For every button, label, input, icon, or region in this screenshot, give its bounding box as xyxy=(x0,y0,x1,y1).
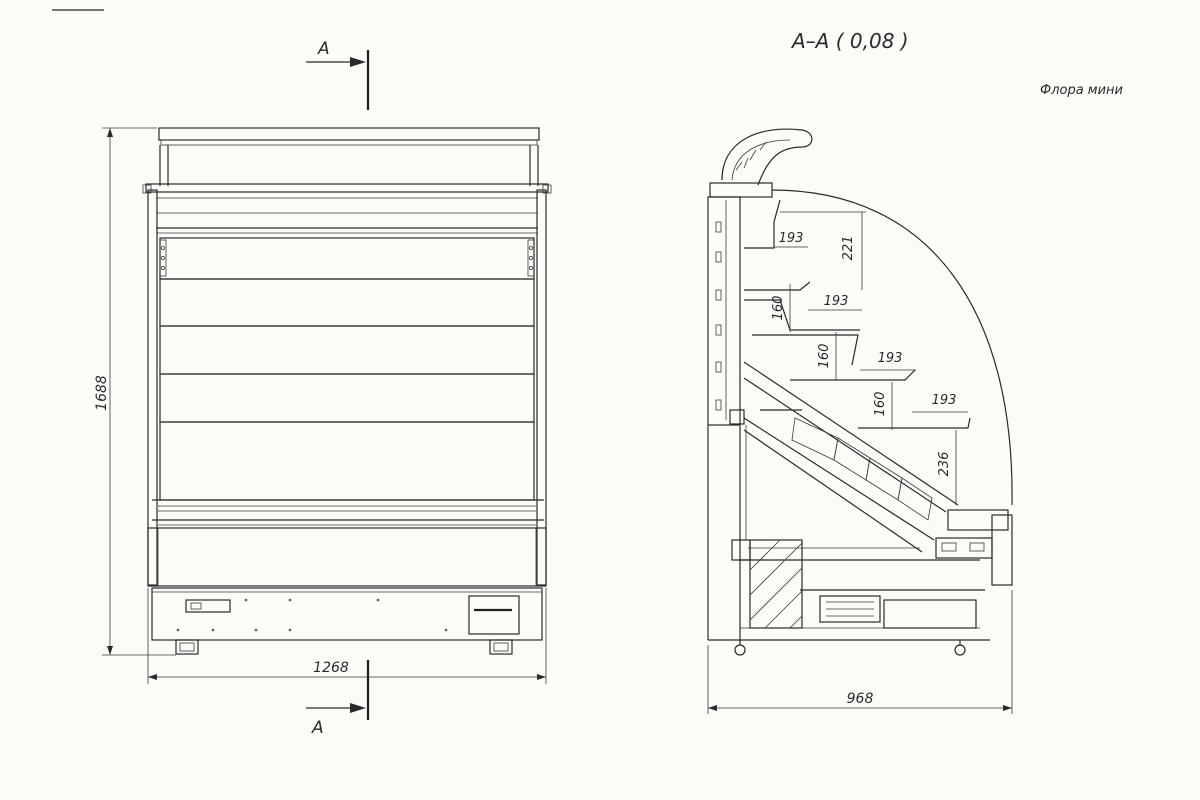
dim-base-height: 236 xyxy=(937,452,952,477)
section-mark-bottom xyxy=(306,660,370,720)
section-mark-top xyxy=(306,50,370,110)
front-view xyxy=(142,127,552,655)
width-label: 1268 xyxy=(313,660,349,676)
depth-label: 968 xyxy=(847,691,874,707)
control-panel xyxy=(185,599,231,613)
width-dimension xyxy=(147,588,547,684)
dim-shelf3-height: 160 xyxy=(817,344,832,369)
dim-shelf1-height: 221 xyxy=(841,236,856,261)
model-name: Флора мини xyxy=(1040,83,1123,98)
section-title: А–А ( 0,08 ) xyxy=(790,29,909,53)
perforated-panels xyxy=(791,417,933,521)
height-dimension xyxy=(102,127,176,656)
dim-shelf2-height: 160 xyxy=(771,296,786,321)
height-label: 1688 xyxy=(94,375,110,411)
side-section xyxy=(707,128,1013,656)
dim-shelf3-width: 193 xyxy=(878,351,903,366)
dim-shelf4-height: 160 xyxy=(873,392,888,417)
section-label-bottom: А xyxy=(311,718,324,738)
shelf-dimensions xyxy=(774,211,968,505)
grille-panel xyxy=(468,595,520,635)
compressor-block xyxy=(749,539,803,629)
section-label-top: А xyxy=(317,39,330,59)
depth-dimension xyxy=(707,590,1013,714)
dim-shelf4-width: 193 xyxy=(932,393,957,408)
dim-shelf1-width: 193 xyxy=(779,231,804,246)
dim-shelf2-width: 193 xyxy=(824,294,849,309)
